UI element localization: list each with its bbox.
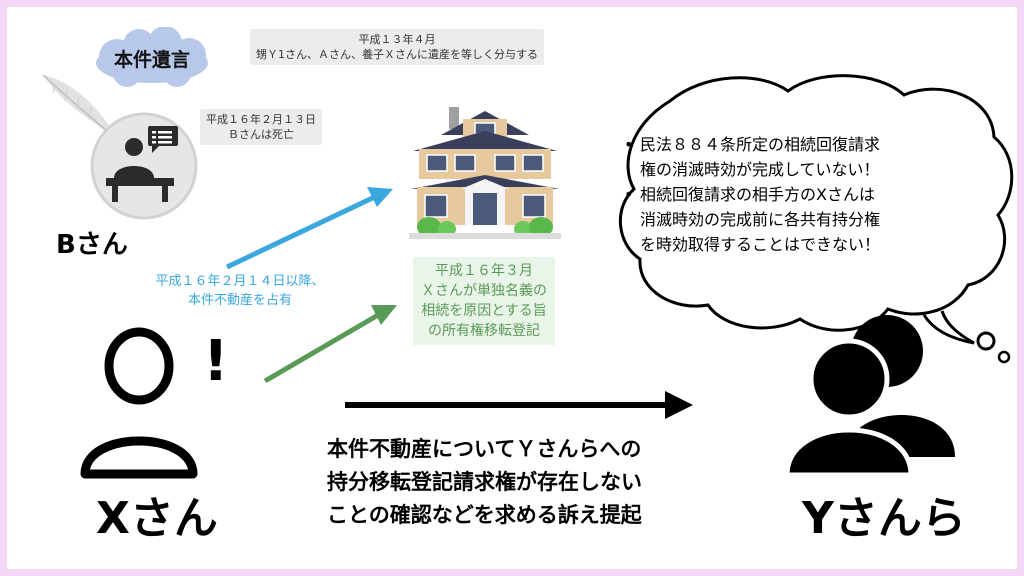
green-note-line1: 平成１６年３月	[435, 263, 533, 279]
person-at-desk-icon	[90, 112, 198, 220]
main-statement: 本件不動産についてＹさんらへの 持分移転登記請求権が存在しない ことの確認などを…	[327, 433, 642, 532]
bubble-item-2-line2: 消滅時効の完成前に各共有持分権	[640, 210, 881, 229]
green-note-line4: の所有権移転登記	[428, 323, 540, 339]
green-note-line2: Ｘさんが単独名義の	[421, 283, 547, 299]
person-x-icon	[80, 327, 198, 479]
people-group-icon	[785, 315, 955, 477]
cloud-shape-icon	[96, 27, 208, 87]
bubble-item: 相続回復請求の相手方のXさんは 消滅時効の完成前に各共有持分権 を時効取得するこ…	[624, 182, 880, 257]
callout-2001-text: 甥Ｙ1さん、Ａさん、養子Ｘさんに遺産を等しく分与する	[256, 48, 538, 61]
callout-2004-date: 平成１６年２月１３日	[206, 113, 316, 126]
green-note: 平成１６年３月 Ｘさんが単独名義の 相続を原因とする旨 の所有権移転登記	[413, 257, 555, 345]
callout-2001: 平成１３年４月 甥Ｙ1さん、Ａさん、養子Ｘさんに遺産を等しく分与する	[250, 29, 544, 65]
bubble-item-2-line1: 相続回復請求の相手方のXさんは	[640, 185, 875, 204]
will-cloud: 本件遺言	[87, 27, 217, 91]
main-statement-line3: ことの確認などを求める訴え提起	[327, 503, 642, 527]
diagram-canvas: 本件遺言 平成１３年４月 甥Ｙ1さん、Ａさん、養子Ｘさんに遺産を等しく分与する …	[7, 7, 1017, 569]
blue-note-line2: 本件不動産を占有	[187, 293, 292, 308]
green-arrow-icon	[263, 305, 397, 384]
callout-2004: 平成１６年２月１３日 Ｂさんは死亡	[200, 109, 322, 145]
person-b-label: Bさん	[56, 230, 128, 260]
blue-note-line1: 平成１６年２月１４日以降、	[155, 274, 325, 289]
will-cloud-label: 本件遺言	[113, 49, 190, 71]
house-icon	[409, 107, 561, 239]
bubble-item-1-line2: 権の消滅時効が完成していない！	[640, 160, 880, 179]
green-note-line3: 相続を原因とする旨	[421, 303, 547, 319]
person-y-label: Yさんら	[802, 493, 966, 544]
bubble-item: 民法８８４条所定の相続回復請求 権の消滅時効が完成していない！	[624, 132, 880, 182]
main-statement-line1: 本件不動産についてＹさんらへの	[327, 437, 642, 461]
bubble-item-1-line1: 民法８８４条所定の相続回復請求	[640, 135, 881, 154]
main-statement-line2: 持分移転登記請求権が存在しない	[327, 470, 642, 494]
blue-note: 平成１６年２月１４日以降、 本件不動産を占有	[125, 272, 355, 310]
callout-2001-date: 平成１３年４月	[358, 33, 436, 46]
bubble-list: 民法８８４条所定の相続回復請求 権の消滅時効が完成していない！ 相続回復請求の相…	[624, 132, 880, 257]
bubble-item-2-line3: を時効取得することはできない！	[640, 235, 881, 254]
exclamation-mark: !	[203, 329, 229, 394]
black-arrow-icon	[345, 391, 693, 419]
callout-2004-text: Ｂさんは死亡	[228, 128, 294, 141]
blue-arrow-icon	[225, 187, 393, 270]
person-x-label: Xさん	[96, 493, 218, 544]
